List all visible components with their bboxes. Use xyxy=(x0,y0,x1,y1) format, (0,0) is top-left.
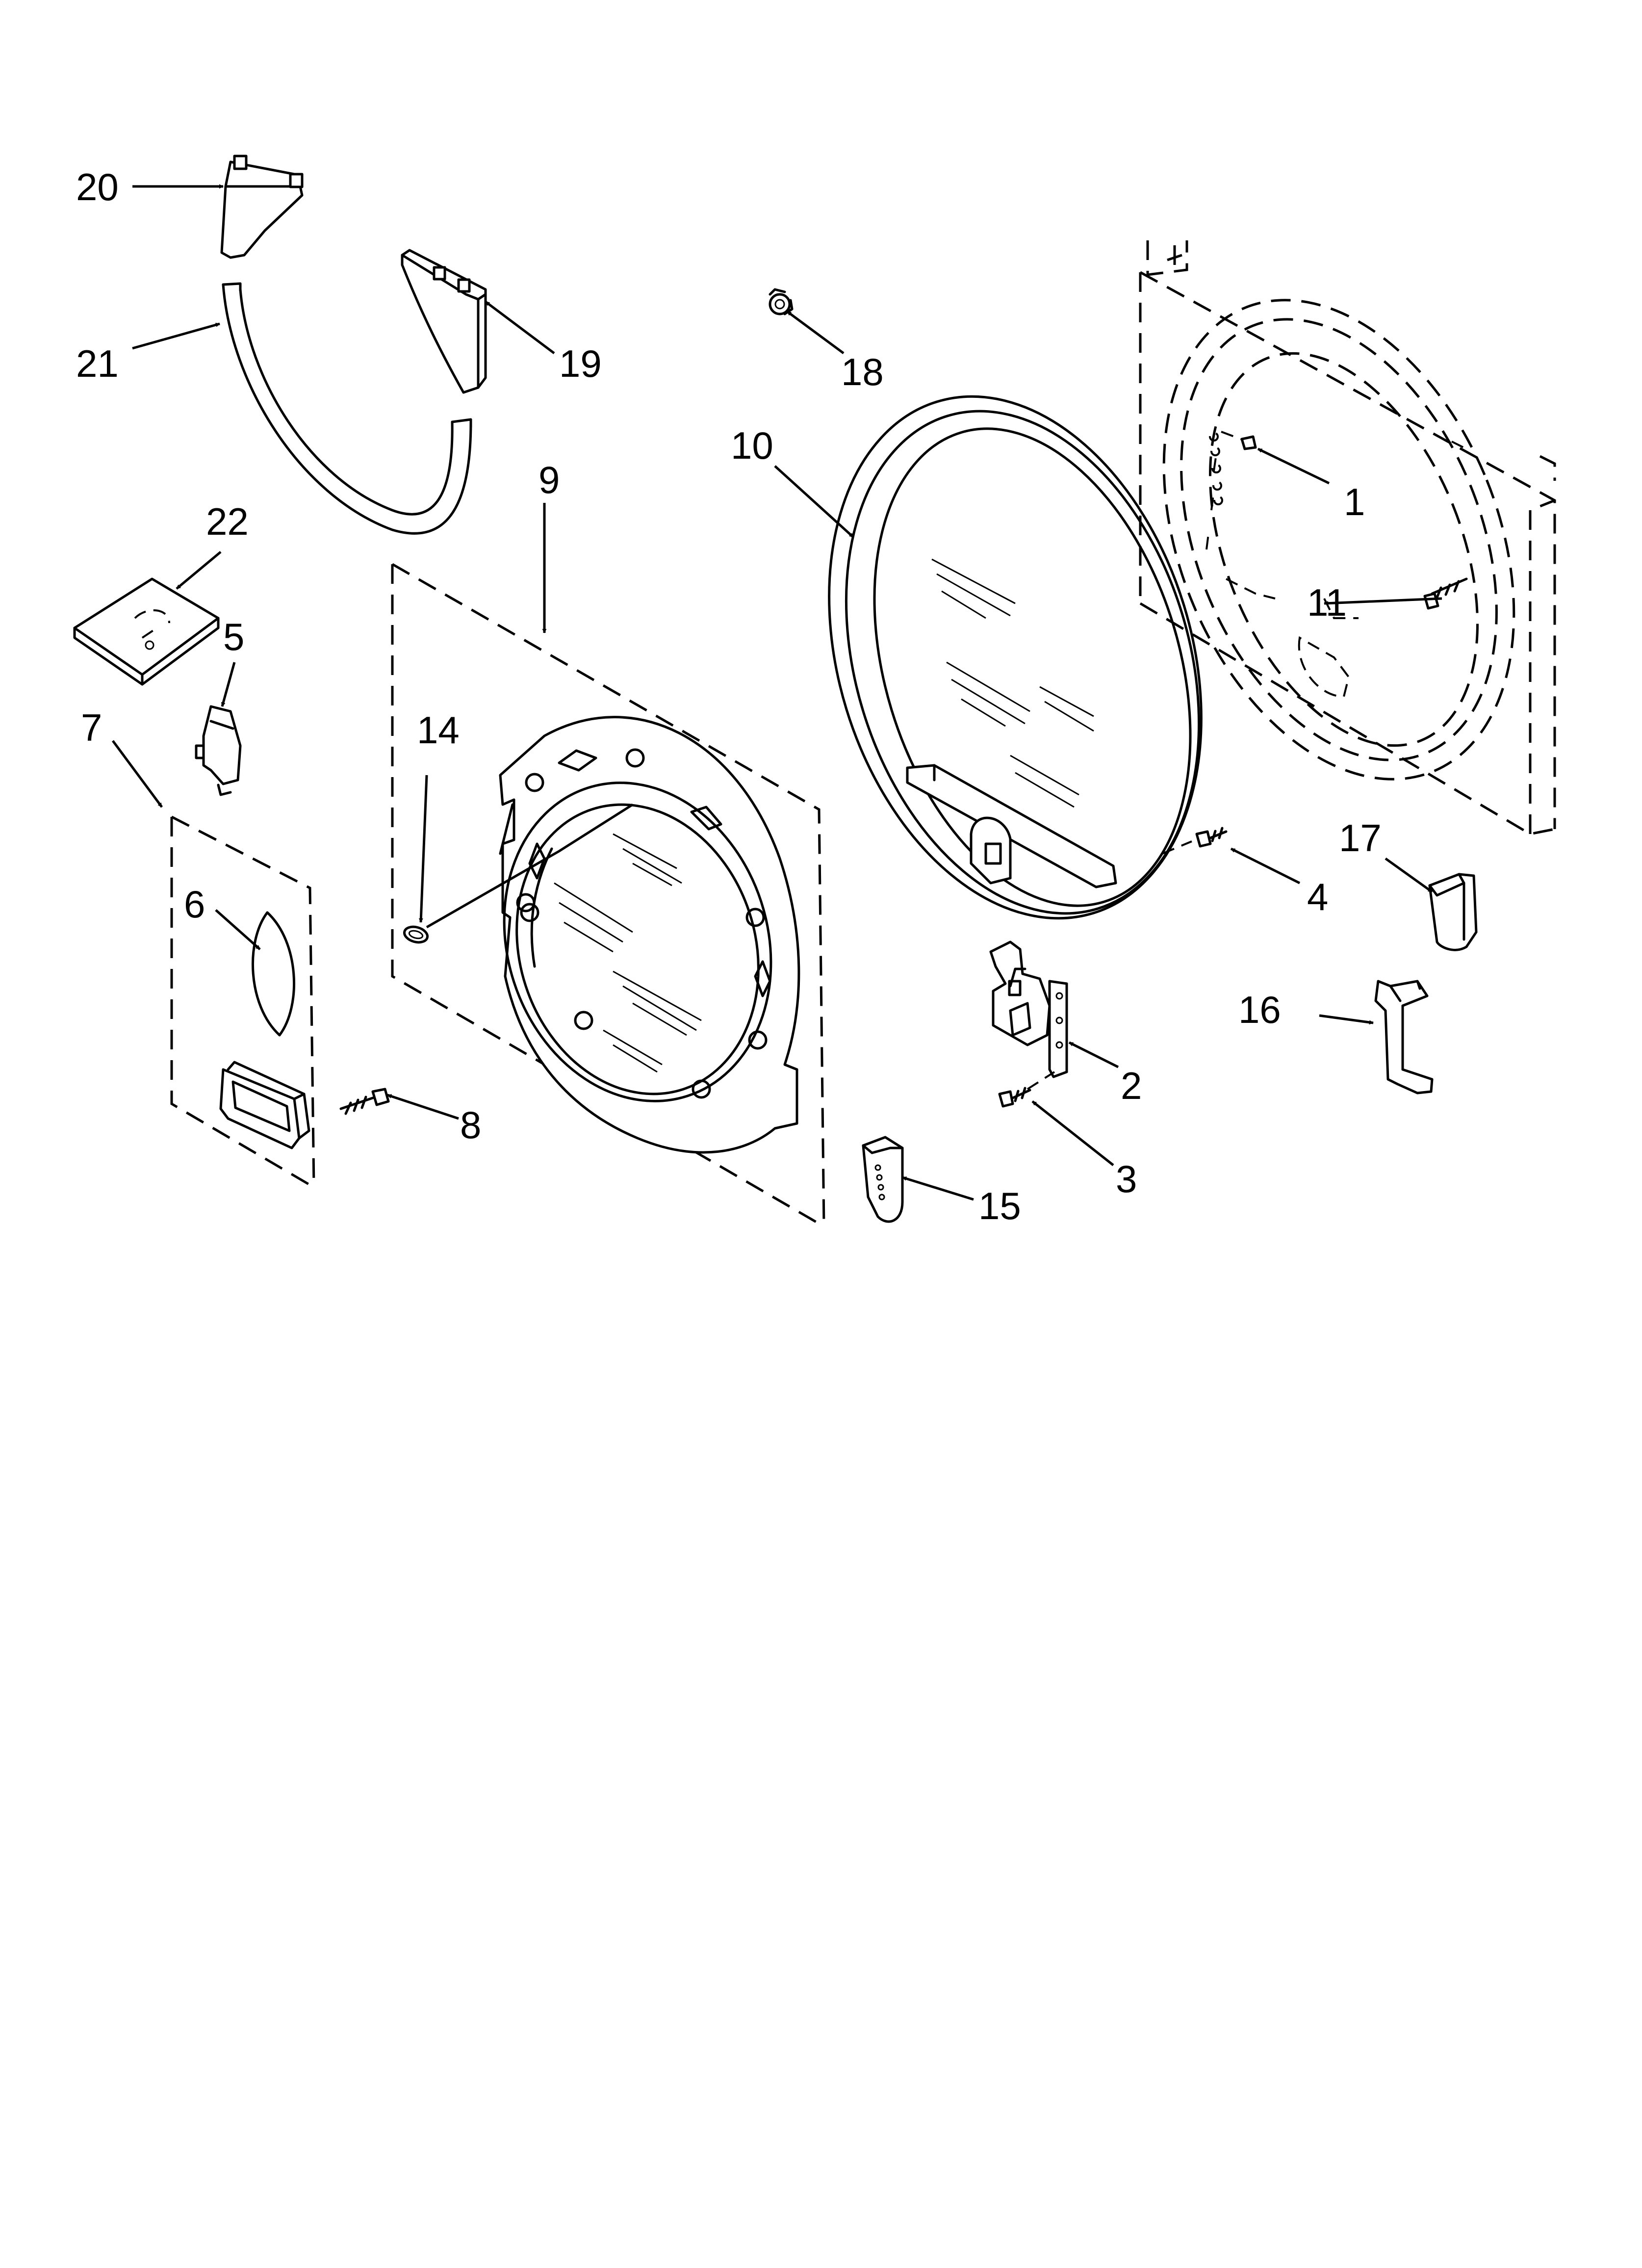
leader-3 xyxy=(1031,1100,1114,1166)
leader-4 xyxy=(1230,847,1301,885)
part-17-hinge-cover xyxy=(1428,873,1478,951)
callout-2: 2 xyxy=(1121,1064,1142,1107)
part-7-handle-assembly-group xyxy=(170,815,315,1189)
leader-lines xyxy=(111,184,1442,1201)
leader-19 xyxy=(132,322,220,350)
callout-20: 20 xyxy=(76,165,119,209)
callout-17: 17 xyxy=(1339,816,1382,860)
callout-15: 15 xyxy=(978,1184,1021,1227)
part-5-latch-clip xyxy=(195,705,242,796)
callout-3: 3 xyxy=(1116,1157,1137,1200)
part-15-hinge-cover xyxy=(862,1136,904,1223)
callout-16: 16 xyxy=(1238,988,1281,1031)
callout-8: 8 xyxy=(460,1103,481,1147)
part-19-seal-strip xyxy=(222,282,472,535)
callout-10: 10 xyxy=(731,424,773,467)
leader-14 xyxy=(418,775,428,923)
callout-labels: 20 21 19 18 10 9 22 5 7 6 14 8 1 11 4 17… xyxy=(76,165,1382,1227)
callout-18: 18 xyxy=(841,350,884,393)
leader-8 xyxy=(387,1094,459,1120)
callout-14: 14 xyxy=(417,708,460,752)
part-3-screw xyxy=(998,1071,1055,1108)
part-21-trim-piece xyxy=(401,249,487,394)
callout-11: 11 xyxy=(1307,581,1347,624)
part-20-trim-piece xyxy=(220,155,304,259)
leader-22 xyxy=(176,551,222,590)
leader-2 xyxy=(1068,1041,1119,1069)
callout-1: 1 xyxy=(1344,480,1365,523)
inner-door-frame xyxy=(499,716,800,1154)
part-4-screw xyxy=(1162,827,1228,855)
part-handle-bezel xyxy=(219,1061,310,1149)
leader-1 xyxy=(1257,447,1330,485)
callout-9: 9 xyxy=(539,458,560,501)
part-16-hinge-bracket xyxy=(1374,980,1434,1095)
callout-21: 19 xyxy=(559,342,602,385)
part-18-grommet xyxy=(769,288,794,315)
leader-11 xyxy=(1324,597,1442,606)
callout-19: 21 xyxy=(76,342,119,385)
leader-18 xyxy=(786,310,845,355)
leader-15 xyxy=(902,1176,974,1201)
leader-7 xyxy=(111,740,163,808)
leader-5 xyxy=(221,662,236,707)
callout-7: 7 xyxy=(81,706,102,749)
callout-5: 5 xyxy=(223,615,244,658)
part-6-lens xyxy=(252,911,295,1037)
callout-4: 4 xyxy=(1307,875,1328,918)
part-22-bracket-plate xyxy=(73,577,220,686)
leader-6 xyxy=(215,909,261,950)
callout-6: 6 xyxy=(184,883,205,926)
leader-21 xyxy=(485,301,555,354)
leader-16 xyxy=(1319,1014,1374,1025)
callout-22: 22 xyxy=(206,500,249,543)
part-1-screw xyxy=(1221,431,1257,450)
leader-10 xyxy=(774,465,854,538)
leader-17 xyxy=(1385,857,1433,893)
part-11-screw xyxy=(1423,577,1468,610)
part-14-plug xyxy=(403,803,634,944)
cabinet-front-panel xyxy=(1139,240,1556,835)
part-2-door-hinge xyxy=(989,940,1068,1078)
part-8-screw xyxy=(339,1088,390,1115)
part-10-outer-door xyxy=(828,395,1203,920)
